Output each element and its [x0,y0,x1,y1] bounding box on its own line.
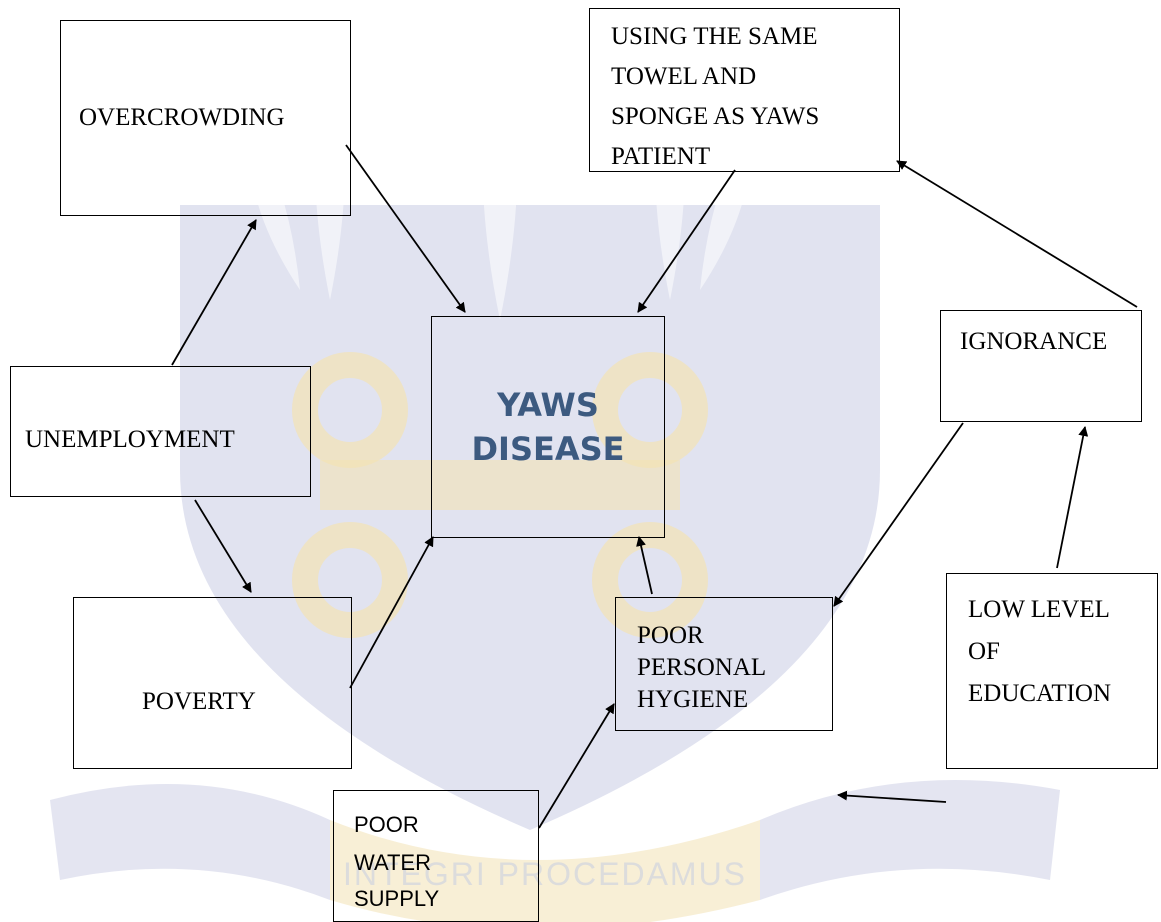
motto-text: INTEGRI PROCEDAMUS [343,856,747,892]
arrow-hygiene-to-yaws [636,536,653,595]
yaws-title-line-2: DISEASE [471,430,625,468]
shared-towel-line-2: TOWEL AND [611,63,757,90]
arrow-ignorance-to-towel [896,160,1138,308]
arrow-ignorance-to-hygiene [833,422,964,607]
poverty-box: POVERTY [73,597,352,769]
low-education-line-1: LOW LEVEL [968,596,1110,623]
arrow-education-to-hygiene [837,790,947,803]
overcrowding-label: OVERCROWDING [79,104,285,131]
poverty-label: POVERTY [142,688,256,715]
poor-hygiene-box: POOR PERSONAL HYGIENE [615,597,833,731]
poor-hygiene-line-3: HYGIENE [637,686,749,713]
arrow-water-to-hygiene [538,703,615,829]
ignorance-box: IGNORANCE [940,310,1142,422]
shared-towel-line-4: PATIENT [611,143,711,170]
arrow-unemployment-to-overcrowding [171,219,257,366]
unemployment-box: UNEMPLOYMENT [10,366,311,497]
ignorance-label: IGNORANCE [960,328,1108,355]
arrow-unemployment-to-poverty [194,499,252,593]
low-education-line-2: OF [968,638,1000,665]
poor-water-supply-box: POOR WATER SUPPLY [333,790,539,922]
yaws-title-line-1: YAWS [497,386,599,424]
low-education-box: LOW LEVEL OF EDUCATION [946,573,1158,769]
arrow-education-to-ignorance [1056,426,1089,569]
shared-towel-line-3: SPONGE AS YAWS [611,103,820,130]
yaws-disease-box: YAWS DISEASE [431,316,665,538]
poor-water-line-3: SUPPLY [354,886,440,911]
arrow-poverty-to-yaws [349,536,434,689]
shared-towel-box: USING THE SAME TOWEL AND SPONGE AS YAWS … [589,8,900,172]
overcrowding-box: OVERCROWDING [60,20,351,216]
poor-hygiene-line-2: PERSONAL [637,654,767,681]
poor-hygiene-line-1: POOR [637,622,704,649]
low-education-line-3: EDUCATION [968,680,1112,707]
shared-towel-line-1: USING THE SAME [611,23,818,50]
arrow-towel-to-yaws [637,169,736,313]
poor-water-line-2: WATER [354,850,431,875]
arrow-overcrowding-to-yaws [345,144,466,313]
unemployment-label: UNEMPLOYMENT [25,426,235,453]
poor-water-line-1: POOR [354,812,419,837]
